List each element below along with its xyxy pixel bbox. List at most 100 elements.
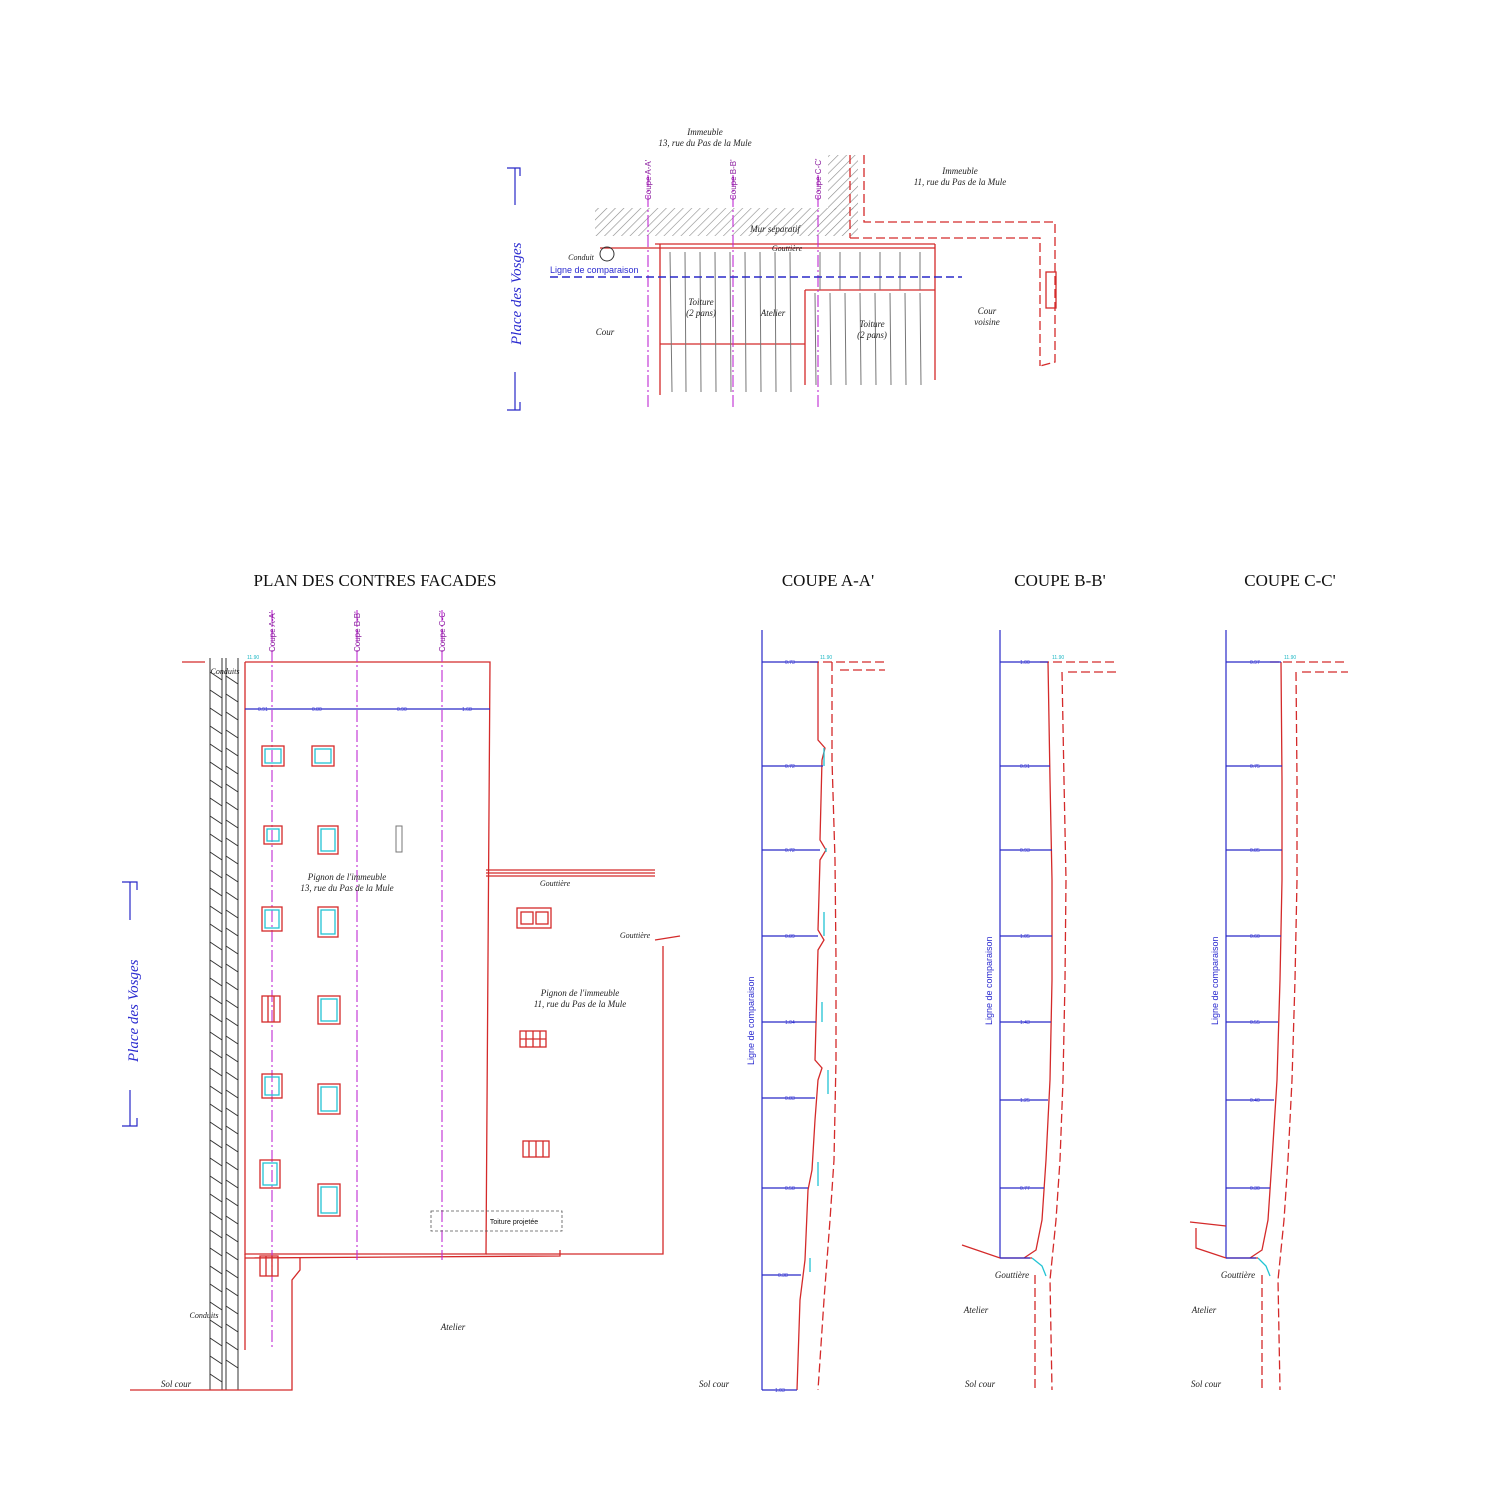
section-b-offsets [1000,661,1052,1259]
label-cour: Cour [596,327,615,337]
section-b-gutter [1031,1257,1047,1277]
plan-title: PLAN DES CONTRES FACADES [254,571,497,590]
label-immeuble-11-b: 11, rue du Pas de la Mule [914,177,1007,187]
section-a-offset-3: 0.72 [785,848,795,854]
hatched-wall-corner [828,155,858,210]
section-b-offset-1: 1.00 [1020,660,1030,666]
section-b-offset-4: 1.05 [1020,934,1030,940]
section-b-offset-2: 0.91 [1020,764,1030,770]
label-cour-voisine-b: voisine [974,317,1000,327]
section-a-offset-1: 0.73 [785,660,795,666]
hatched-party-wall [595,208,858,236]
projected-roof-box [430,1210,563,1232]
gutter-line [600,243,935,249]
section-a-offset-5: 1.04 [785,1020,795,1026]
label-pignon-13-b: 13, rue du Pas de la Mule [300,883,393,893]
label-conduit-top: Conduit [568,253,595,262]
top-site-plan: Immeuble 13, rue du Pas de la Mule Immeu… [507,127,1057,411]
section-a-wall-profile [796,662,827,1391]
section-c: COUPE C-C' Ligne de comparaison 0.97 0.7… [1189,571,1348,1391]
plan-dim-3: 0.90 [397,707,407,713]
section-c-offset-3: 0.85 [1250,848,1260,854]
section-a-window-marks [809,748,829,1272]
place-arrow [507,167,521,411]
label-gouttiere-plan-1: Gouttière [540,879,571,888]
section-c-top-level: 11.90 [1284,655,1296,661]
label-pignon-11-a: Pignon de l'immeuble [540,988,619,998]
section-b-offset-5: 1.43 [1020,1020,1030,1026]
section-c-wall-profile [1249,661,1283,1259]
gable-11-outline [486,935,681,1255]
plan-top-level: 11.90 [247,655,259,661]
section-b-wall-profile [1023,661,1053,1259]
section-c-title: COUPE C-C' [1244,571,1335,590]
section-c-atelier: Atelier [1191,1305,1217,1315]
label-pignon-13-a: Pignon de l'immeuble [307,872,386,882]
label-ligne-comparaison-top: Ligne de comparaison [550,265,639,275]
label-gouttiere-top: Gouttière [772,244,803,253]
label-immeuble-13-b: 13, rue du Pas de la Mule [658,138,751,148]
windows-building-11 [516,907,552,1158]
section-c-offset-7: 0.30 [1250,1186,1260,1192]
section-c-gouttiere: Gouttière [1221,1270,1255,1280]
gable-11-top-lines [486,869,655,877]
section-b-offset-7: 0.77 [1020,1186,1030,1192]
label-coupe-c-top: Coupe C-C' [814,158,823,200]
section-b-offset-3: 0.93 [1020,848,1030,854]
label-pignon-11-b: 11, rue du Pas de la Mule [534,999,627,1009]
label-toiture-2a: Toiture [859,319,884,329]
plan-label-place-des-vosges: Place des Vosges [126,959,142,1063]
label-toiture-2b: (2 pans) [857,330,887,340]
section-c-offset-2: 0.75 [1250,764,1260,770]
section-c-offsets [1226,661,1282,1259]
label-sol-cour-plan: Sol cour [161,1379,192,1389]
section-a-top-lines [810,661,885,671]
plan-label-coupe-b: Coupe B-B' [353,611,362,652]
section-a-offsets [762,661,823,1391]
section-a-sol: Sol cour [699,1379,730,1389]
section-b-atelier: Atelier [963,1305,989,1315]
section-a: COUPE A-A' Ligne de comparaison 0.73 0.7… [699,571,885,1394]
conduit-symbol [599,246,615,262]
plan-label-conduits-top: Conduits [211,667,240,676]
plan-label-coupe-a: Coupe A-A' [268,611,277,652]
section-c-offset-5: 0.55 [1250,1020,1260,1026]
section-a-offset-7: 0.58 [785,1186,795,1192]
section-b-top-level: 11.90 [1052,655,1064,661]
section-c-sol: Sol cour [1191,1379,1222,1389]
plan-label-conduits-bottom: Conduits [190,1311,219,1320]
windows-building-13 [259,745,403,1277]
plan-label-coupe-c: Coupe C-C' [438,610,447,652]
label-place-des-vosges-top: Place des Vosges [509,242,525,346]
facade-plan: PLAN DES CONTRES FACADES Coupe A-A' Coup… [122,571,681,1391]
section-b-ligne-label: Ligne de comparaison [984,936,994,1025]
plan-dim-1: 0.91 [258,707,268,713]
section-b-wall-dashed [1049,671,1067,1391]
plan-dim-2: 0.80 [312,707,322,713]
plan-place-arrow [122,881,138,1127]
section-c-wall-dashed [1277,671,1298,1391]
neighbour-building-outline [849,155,1056,367]
label-immeuble-13-a: Immeuble [686,127,723,137]
label-coupe-a-top: Coupe A-A' [644,159,653,200]
section-a-offset-4: 0.89 [785,934,795,940]
section-b-top-lines [1034,661,1118,1390]
section-a-offset-6: 0.83 [785,1096,795,1102]
neighbour-window [1045,271,1057,309]
section-b-gouttiere: Gouttière [995,1270,1029,1280]
section-a-title: COUPE A-A' [782,571,874,590]
section-c-offset-4: 0.60 [1250,934,1260,940]
roof-rafters [669,251,922,393]
section-b-sol: Sol cour [965,1379,996,1389]
section-a-offset-2: 0.72 [785,764,795,770]
section-a-offset-9: 1.03 [775,1388,785,1394]
section-b: COUPE B-B' Ligne de comparaison 1.00 0.9… [961,571,1118,1391]
label-atelier-top: Atelier [760,308,786,318]
section-a-wall-dashed [817,662,837,1391]
section-c-gutter [1257,1257,1271,1277]
label-mur-separatif: Mur séparatif [749,224,801,234]
plan-dim-4: 1.68 [462,707,472,713]
section-a-ligne-label: Ligne de comparaison [746,976,756,1065]
